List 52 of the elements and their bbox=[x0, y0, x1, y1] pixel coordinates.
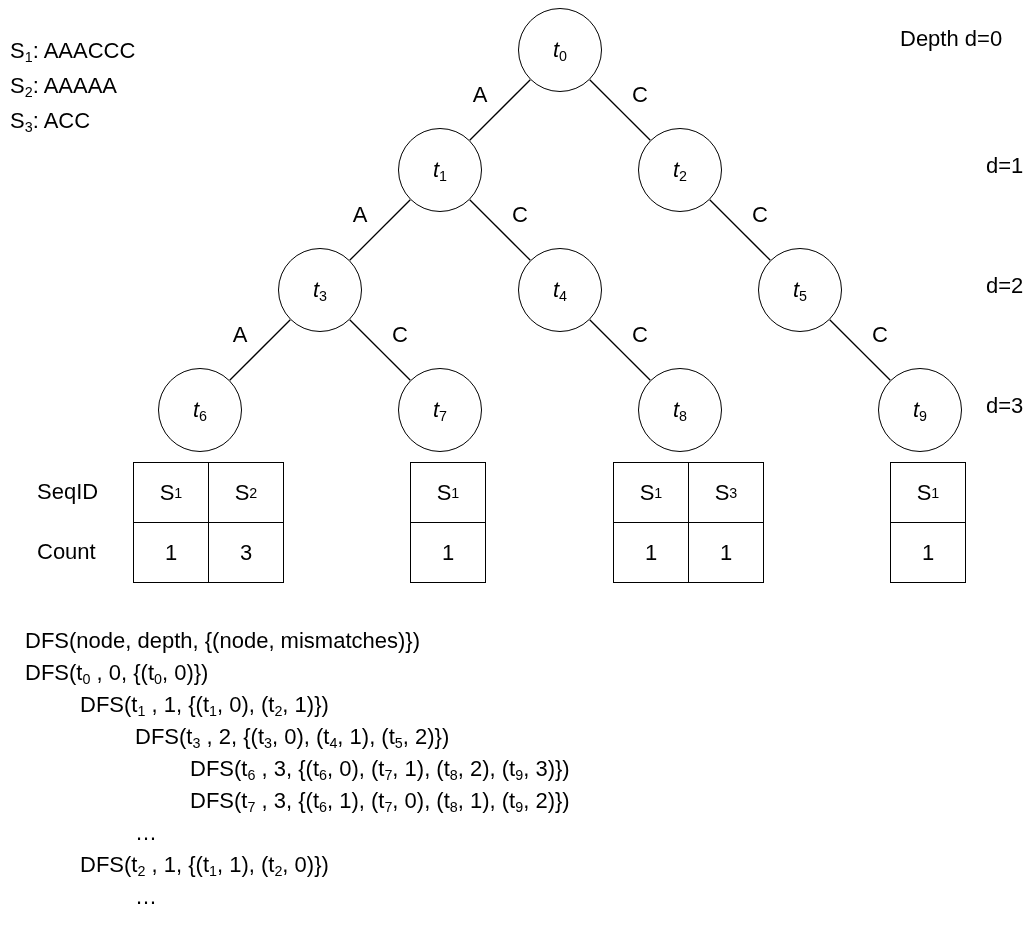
node-label: t$_{8}$ bbox=[672, 397, 688, 423]
text-label: … bbox=[135, 822, 157, 844]
node-label: t$_{9}$ bbox=[912, 397, 928, 423]
text-label: S$_{2}$: AAAAA bbox=[10, 75, 118, 97]
table-cell: 1 bbox=[613, 522, 689, 583]
edge-label: C bbox=[512, 204, 528, 226]
text-label: DFS(t$_{0}$ , 0, {(t$_{0}$, 0)}) bbox=[25, 662, 209, 684]
connector-line bbox=[589, 319, 651, 381]
edge-label: C bbox=[392, 324, 408, 346]
edge-label: A bbox=[472, 84, 488, 106]
text-label: DFS(t$_{3}$ , 2, {(t$_{3}$, 0), (t$_{4}$, 1), (t$_{5}$, 2)}) bbox=[135, 726, 450, 748]
table-cell: 1 bbox=[410, 522, 486, 583]
text-label: d=1 bbox=[986, 155, 1024, 177]
node-label: t$_{2}$ bbox=[672, 157, 688, 183]
text-label: S$_{1}$: AAACCC bbox=[10, 40, 136, 62]
text-label: DFS(t$_{6}$ , 3, {(t$_{6}$, 0), (t$_{7}$, 1), (t$_{8}$, 2), (t$_{9}$, 3)}) bbox=[190, 758, 570, 780]
text-label: DFS(t$_{1}$ , 1, {(t$_{1}$, 0), (t$_{2}$, 1)}) bbox=[80, 694, 329, 716]
text-label: S$_{3}$: ACC bbox=[10, 110, 91, 132]
text-label: Count bbox=[37, 541, 96, 563]
edge-label: C bbox=[632, 84, 648, 106]
node-label: t$_{5}$ bbox=[792, 277, 808, 303]
connector-line bbox=[589, 79, 651, 141]
edge-label: C bbox=[872, 324, 888, 346]
table-cell: 3 bbox=[208, 522, 284, 583]
text-label: Depth d=0 bbox=[900, 28, 1003, 50]
node-label: t$_{3}$ bbox=[312, 277, 328, 303]
text-label: d=3 bbox=[986, 395, 1024, 417]
text-label: d=2 bbox=[986, 275, 1024, 297]
text-label: DFS(node, depth, {(node, mismatches)}) bbox=[25, 630, 420, 652]
node-label: t$_{6}$ bbox=[192, 397, 208, 423]
node-label: t$_{7}$ bbox=[432, 397, 448, 423]
text-label: SeqID bbox=[37, 481, 99, 503]
connector-line bbox=[349, 199, 411, 261]
table-cell: 1 bbox=[688, 522, 764, 583]
connector-line bbox=[349, 319, 411, 381]
connector-line bbox=[829, 319, 891, 381]
node-label: t$_{1}$ bbox=[432, 157, 448, 183]
connector-line bbox=[709, 199, 771, 261]
connector-line bbox=[229, 319, 291, 381]
connector-line bbox=[469, 199, 531, 261]
edge-label: A bbox=[232, 324, 248, 346]
edge-label: A bbox=[352, 204, 368, 226]
edge-label: C bbox=[752, 204, 768, 226]
table-cell: 1 bbox=[890, 522, 966, 583]
text-label: DFS(t$_{2}$ , 1, {(t$_{1}$, 1), (t$_{2}$, 0)}) bbox=[80, 854, 329, 876]
edge-label: C bbox=[632, 324, 648, 346]
table-cell: 1 bbox=[133, 522, 209, 583]
node-label: t$_{4}$ bbox=[552, 277, 568, 303]
connector-line bbox=[469, 79, 531, 141]
text-label: DFS(t$_{7}$ , 3, {(t$_{6}$, 1), (t$_{7}$, 0), (t$_{8}$, 1), (t$_{9}$, 2)}) bbox=[190, 790, 570, 812]
node-label: t$_{0}$ bbox=[552, 37, 568, 63]
text-label: … bbox=[135, 886, 157, 908]
